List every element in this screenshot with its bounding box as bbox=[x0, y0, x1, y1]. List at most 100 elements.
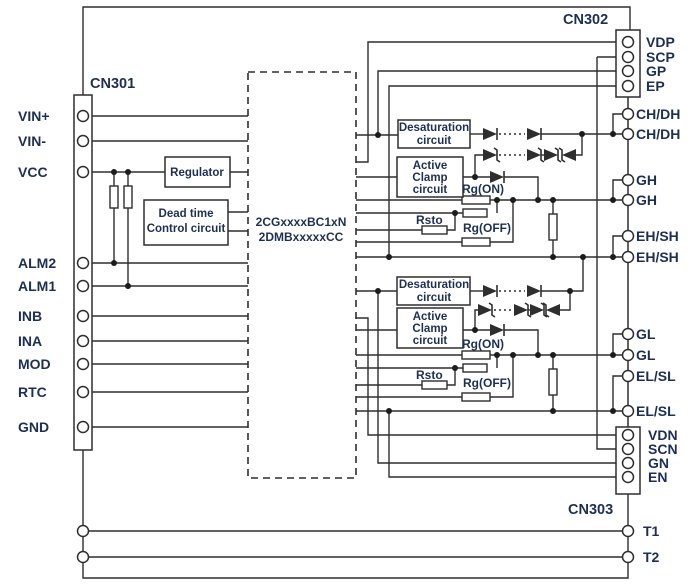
pin-gh-2 bbox=[621, 193, 635, 207]
diode-symbols bbox=[478, 128, 576, 336]
pin-scn bbox=[621, 442, 635, 456]
pin-t1-left bbox=[76, 524, 90, 538]
pin-gl-1 bbox=[621, 327, 635, 341]
label-vdn: VDN bbox=[648, 427, 678, 443]
clamp-low-label-2: Clamp bbox=[412, 323, 447, 335]
regulator-block bbox=[164, 156, 231, 188]
pin-gp bbox=[621, 64, 635, 78]
label-gl-2: GL bbox=[636, 347, 656, 363]
pin-en bbox=[621, 470, 635, 484]
label-alm2: ALM2 bbox=[18, 255, 56, 271]
rsto-high-label: Rsto bbox=[416, 213, 443, 227]
label-alm1: ALM1 bbox=[18, 278, 56, 294]
label-gn: GN bbox=[648, 455, 669, 471]
circuit-blocks bbox=[143, 71, 471, 479]
label-vdp: VDP bbox=[646, 34, 675, 50]
rg-on-low-label: Rg(ON) bbox=[462, 337, 504, 351]
desat-block-high bbox=[397, 119, 471, 149]
pin-el-sl-1 bbox=[621, 369, 635, 383]
dead-time-label-1: Dead time bbox=[159, 208, 214, 220]
clamp-low-label-1: Active bbox=[413, 311, 448, 323]
ic-part-number-2: 2DMBxxxxxCC bbox=[259, 230, 344, 244]
label-vin-minus: VIN- bbox=[18, 133, 46, 149]
label-inb: INB bbox=[18, 308, 42, 324]
label-gp: GP bbox=[646, 63, 666, 79]
label-eh-sh-2: EH/SH bbox=[636, 249, 679, 265]
rg-on-high-label: Rg(ON) bbox=[462, 182, 504, 196]
pin-el-sl-2 bbox=[621, 404, 635, 418]
ic-part-number-1: 2CGxxxxBC1xN bbox=[256, 215, 347, 229]
regulator-label: Regulator bbox=[170, 167, 224, 179]
desat-high-label-1: Desaturation bbox=[399, 122, 469, 134]
label-el-sl-2: EL/SL bbox=[636, 403, 676, 419]
desat-block-low bbox=[396, 276, 471, 306]
pin-gl-2 bbox=[621, 348, 635, 362]
pin-vin-plus bbox=[76, 109, 90, 123]
label-gh-2: GH bbox=[636, 192, 657, 208]
label-mod: MOD bbox=[18, 356, 51, 372]
clamp-low-label-3: circuit bbox=[413, 335, 448, 347]
label-en: EN bbox=[648, 469, 667, 485]
label-eh-sh-1: EH/SH bbox=[636, 228, 679, 244]
pin-alm2 bbox=[76, 256, 90, 270]
pin-inb bbox=[76, 309, 90, 323]
label-gh-1: GH bbox=[636, 172, 657, 188]
label-vcc: VCC bbox=[18, 164, 48, 180]
cn303-label: CN303 bbox=[568, 502, 613, 518]
desat-low-label-2: circuit bbox=[417, 292, 452, 304]
cn301-label: CN301 bbox=[90, 76, 135, 92]
connector-cn303 bbox=[615, 426, 641, 495]
pin-ch-dh-1 bbox=[621, 107, 635, 121]
pin-vin-minus bbox=[76, 134, 90, 148]
label-t2: T2 bbox=[643, 549, 660, 565]
resistor-bodies bbox=[109, 185, 558, 402]
pin-t1-right bbox=[621, 524, 635, 538]
pin-gn bbox=[621, 456, 635, 470]
rg-off-high-label: Rg(OFF) bbox=[463, 221, 511, 235]
pin-t2-right bbox=[621, 550, 635, 564]
label-gnd: GND bbox=[18, 419, 49, 435]
pin-eh-sh-1 bbox=[621, 229, 635, 243]
rg-off-low-label: Rg(OFF) bbox=[463, 376, 511, 390]
clamp-high-label-1: Active bbox=[413, 160, 448, 172]
clamp-high-label-3: circuit bbox=[413, 184, 448, 196]
label-ch-dh-2: CH/DH bbox=[636, 126, 680, 142]
clamp-block-low bbox=[396, 307, 464, 349]
rsto-low-label: Rsto bbox=[416, 368, 443, 382]
label-ep: EP bbox=[646, 78, 665, 94]
pin-rtc bbox=[76, 385, 90, 399]
label-scp: SCP bbox=[646, 49, 675, 65]
label-scn: SCN bbox=[648, 441, 678, 457]
dead-time-block bbox=[143, 199, 229, 246]
connector-cn301 bbox=[73, 94, 93, 451]
pin-t2-left bbox=[76, 550, 90, 564]
label-gl-1: GL bbox=[636, 326, 656, 342]
labels: CN301 CN302 CN303 VIN+ VIN- VCC ALM2 ALM… bbox=[18, 12, 680, 565]
label-t1: T1 bbox=[643, 523, 660, 539]
pin-alm1 bbox=[76, 279, 90, 293]
pin-vdp bbox=[621, 35, 635, 49]
pin-gh-1 bbox=[621, 173, 635, 187]
connector-cn302 bbox=[615, 29, 641, 98]
label-ina: INA bbox=[18, 333, 42, 349]
output-pin-circles bbox=[76, 107, 635, 564]
ic-dashed-block bbox=[247, 71, 357, 479]
desat-low-label-1: Desaturation bbox=[399, 279, 469, 291]
pin-vdn bbox=[621, 428, 635, 442]
cn302-label: CN302 bbox=[563, 12, 608, 28]
pin-vcc bbox=[76, 165, 90, 179]
dead-time-label-2: Control circuit bbox=[147, 223, 226, 235]
desat-high-label-2: circuit bbox=[417, 135, 452, 147]
label-el-sl-1: EL/SL bbox=[636, 368, 676, 384]
pin-ina bbox=[76, 334, 90, 348]
pin-ch-dh-2 bbox=[621, 127, 635, 141]
pin-ep bbox=[621, 79, 635, 93]
pin-eh-sh-2 bbox=[621, 250, 635, 264]
pin-scp bbox=[621, 50, 635, 64]
label-ch-dh-1: CH/DH bbox=[636, 106, 680, 122]
clamp-block-high bbox=[396, 156, 464, 198]
label-rtc: RTC bbox=[18, 384, 47, 400]
clamp-high-label-2: Clamp bbox=[412, 172, 447, 184]
